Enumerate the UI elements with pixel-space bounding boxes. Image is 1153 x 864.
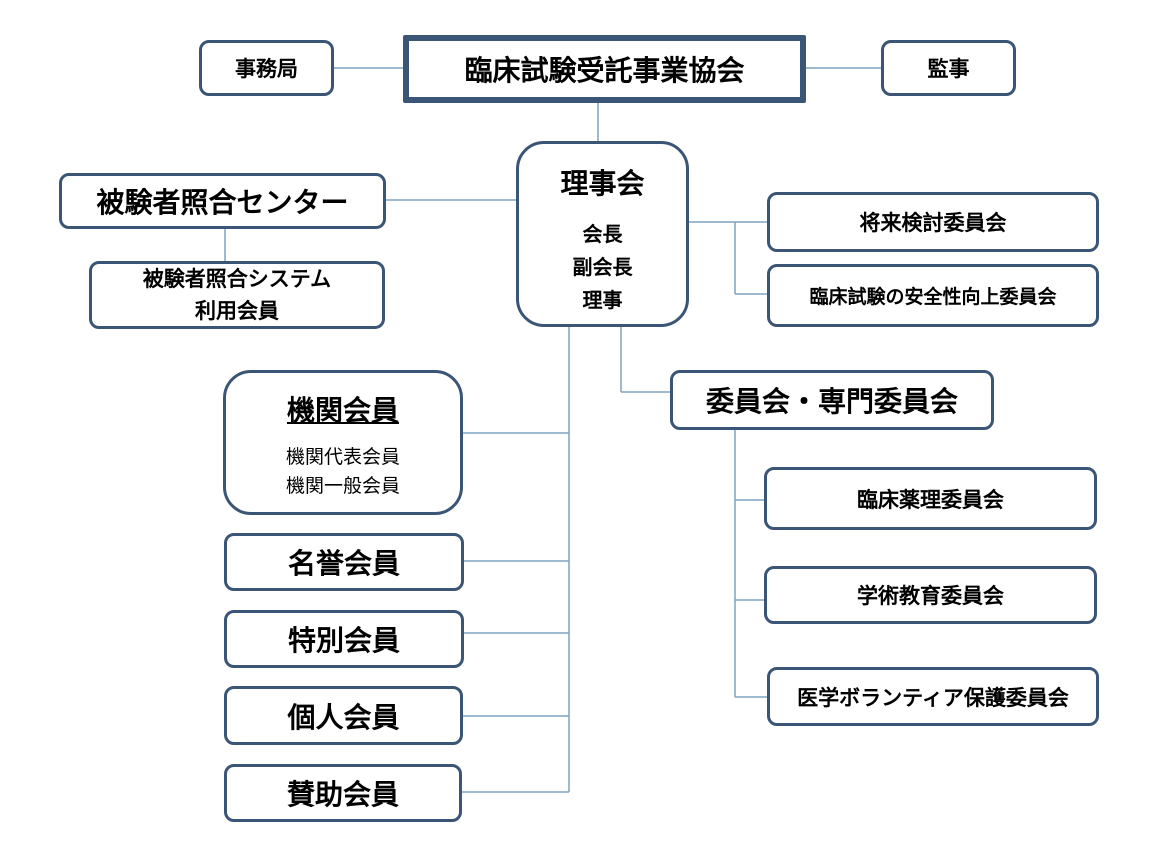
supporting-members-box: 賛助会員: [224, 764, 462, 822]
auditor-box: 監事: [881, 40, 1016, 96]
matching-center-label: 被験者照合センター: [96, 186, 349, 219]
secretariat-box: 事務局: [199, 40, 334, 96]
honorary-members-box: 名誉会員: [224, 533, 464, 591]
honorary-members-label: 名誉会員: [287, 547, 400, 580]
special-members-label: 特別会員: [287, 624, 400, 657]
supporting-members-label: 賛助会員: [286, 778, 399, 811]
board-box: 理事会 会長 副会長 理事: [516, 141, 689, 327]
board-role-president: 会長: [582, 222, 623, 246]
board-role-vice-president: 副会長: [572, 255, 633, 279]
pharmacology-committee-box: 臨床薬理委員会: [764, 467, 1097, 530]
special-members-box: 特別会員: [224, 610, 464, 668]
matching-center-box: 被験者照合センター: [59, 173, 386, 229]
volunteer-committee-label: 医学ボランティア保護委員会: [797, 685, 1069, 710]
committees-box: 委員会・専門委員会: [670, 370, 994, 430]
secretariat-label: 事務局: [235, 57, 298, 81]
future-committee-box: 将来検討委員会: [767, 192, 1099, 252]
safety-committee-label: 臨床試験の安全性向上委員会: [809, 286, 1057, 308]
auditor-label: 監事: [927, 57, 970, 81]
association-title-box: 臨床試験受託事業協会: [403, 35, 806, 103]
association-title: 臨床試験受託事業協会: [464, 54, 745, 87]
education-committee-box: 学術教育委員会: [764, 566, 1097, 624]
volunteer-committee-box: 医学ボランティア保護委員会: [767, 667, 1099, 726]
individual-members-label: 個人会員: [287, 700, 400, 734]
pharmacology-committee-label: 臨床薬理委員会: [857, 487, 1004, 512]
board-role-director: 理事: [582, 288, 623, 312]
individual-members-box: 個人会員: [224, 686, 463, 745]
board-label: 理事会: [560, 167, 645, 200]
matching-system-users-line1: 被験者照合システム: [142, 267, 332, 291]
institutional-members-label: 機関会員: [286, 394, 399, 427]
matching-system-users-line2: 利用会員: [195, 299, 279, 323]
matching-system-users-box: 被験者照合システム 利用会員: [89, 261, 385, 329]
committees-label: 委員会・専門委員会: [705, 385, 958, 418]
institutional-members-box: 機関会員 機関代表会員 機関一般会員: [223, 370, 463, 515]
institutional-general-members: 機関一般会員: [285, 475, 400, 497]
future-committee-label: 将来検討委員会: [859, 211, 1007, 235]
safety-committee-box: 臨床試験の安全性向上委員会: [767, 264, 1099, 327]
education-committee-label: 学術教育委員会: [857, 584, 1004, 608]
institutional-representative-members: 機関代表会員: [285, 446, 400, 468]
